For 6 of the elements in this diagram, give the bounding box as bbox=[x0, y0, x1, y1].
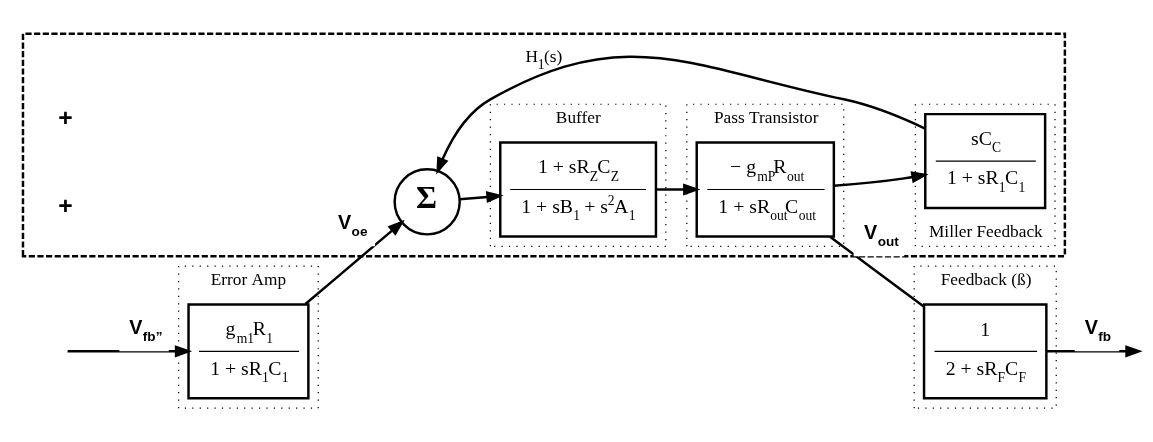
label: + bbox=[58, 104, 73, 132]
edge-label: V$_{oe}$ bbox=[338, 210, 368, 240]
label: + bbox=[58, 192, 73, 220]
edge-label: V$_{fb”}$ bbox=[129, 315, 163, 345]
edge-label: V$_{out}$ bbox=[864, 220, 899, 250]
edge-label: V$_{fb}$ bbox=[1084, 315, 1112, 345]
